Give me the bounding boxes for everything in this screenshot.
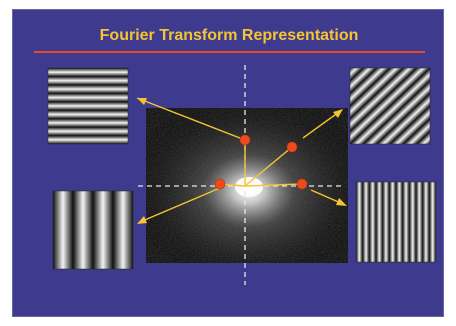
diagonal-stripes-grating	[349, 67, 431, 145]
arrow-to-horizontal-stripes	[136, 97, 246, 141]
narrow-vertical-stripes-image	[355, 181, 437, 263]
diagonal-stripes-image	[349, 67, 431, 145]
vertical-frequency-point	[239, 134, 251, 146]
vector-to-high-horizontal-point	[244, 183, 303, 187]
diagonal-frequency-point	[286, 141, 298, 153]
horizontal-stripes-image	[47, 67, 129, 145]
vector-to-diagonal-point	[244, 146, 293, 187]
spectrum-image	[146, 108, 348, 263]
high-horizontal-frequency-point	[296, 178, 308, 190]
fourier-diagram	[47, 65, 437, 285]
wide-vertical-stripes-image	[52, 190, 134, 270]
title-underline	[34, 51, 425, 53]
arrow-to-wide-vertical-stripes	[139, 187, 221, 223]
arrowhead-wide-vertical-stripes	[137, 216, 147, 224]
arrowhead-diagonal-stripes	[333, 109, 343, 118]
grating-arrows	[136, 97, 347, 224]
slide-title: Fourier Transform Representation	[99, 27, 359, 44]
low-horizontal-frequency-point	[214, 178, 226, 190]
horizontal-stripes-grating	[47, 67, 129, 145]
arrowhead-horizontal-stripes	[137, 98, 147, 105]
arrow-to-diagonal-stripes	[302, 111, 340, 139]
frequency-vectors	[219, 140, 303, 187]
frequency-points	[214, 134, 308, 190]
arrowhead-narrow-vertical-stripes	[336, 198, 347, 206]
slide-frame: Fourier Transform Representation	[12, 9, 444, 317]
narrow-vertical-stripes-grating	[355, 181, 437, 263]
wide-vertical-stripes-grating	[52, 190, 134, 270]
